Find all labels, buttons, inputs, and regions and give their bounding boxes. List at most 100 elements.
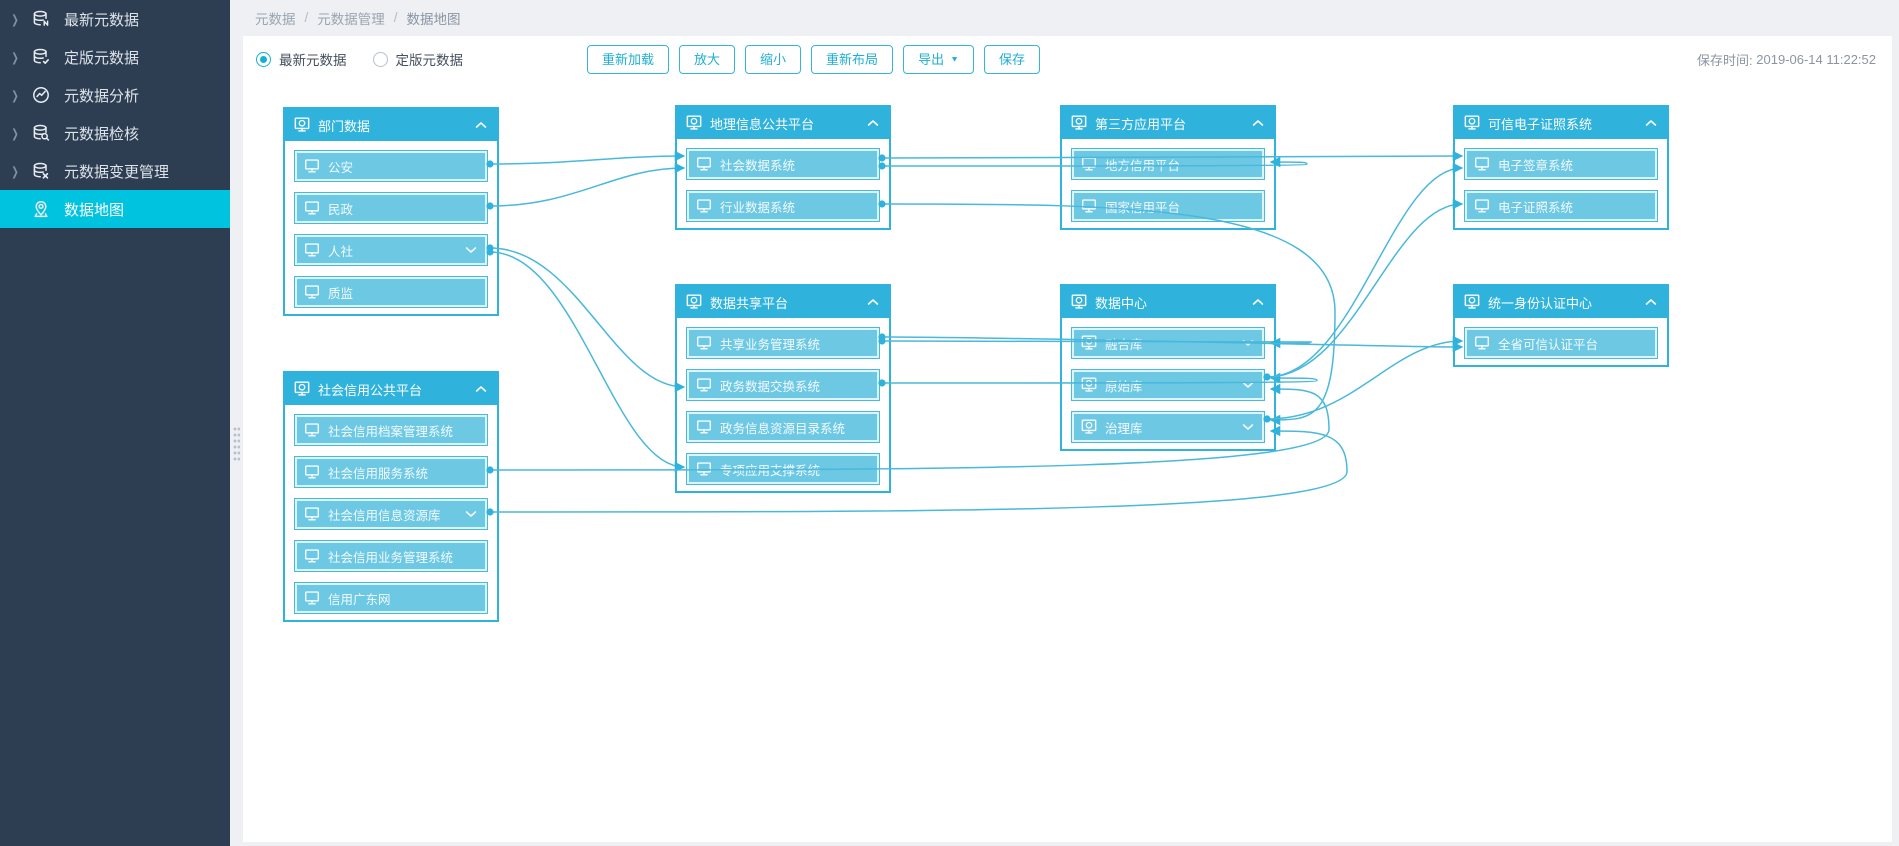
radio-2[interactable]: 定版元数据 bbox=[372, 49, 463, 69]
group-header-bumen[interactable]: 部门数据 bbox=[285, 109, 497, 141]
toolbar-button-5[interactable]: 导出▼ bbox=[903, 44, 974, 74]
diagram-group-dili[interactable]: 地理信息公共平台社会数据系统行业数据系统 bbox=[675, 105, 891, 230]
breadcrumb-item-2[interactable]: 元数据管理 bbox=[317, 11, 385, 27]
collapse-chevron-up-icon[interactable] bbox=[865, 115, 881, 131]
sidebar-item-4[interactable]: ❯元数据检核 bbox=[0, 114, 230, 152]
collapse-chevron-up-icon[interactable] bbox=[1250, 294, 1266, 310]
diagram-group-shehuixinyong[interactable]: 社会信用公共平台社会信用档案管理系统社会信用服务系统社会信用信息资源库社会信用业… bbox=[283, 371, 499, 622]
breadcrumb-item-3: 数据地图 bbox=[406, 11, 461, 27]
collapse-chevron-up-icon[interactable] bbox=[865, 294, 881, 310]
collapse-chevron-up-icon[interactable] bbox=[473, 381, 489, 397]
diagram-node-renshe[interactable]: 人社 bbox=[294, 234, 488, 266]
diagram-node-minzheng[interactable]: 民政 bbox=[294, 192, 488, 224]
sidebar-item-1[interactable]: ❯最新元数据 bbox=[0, 0, 230, 38]
diagram-node-zhijian[interactable]: 质监 bbox=[294, 276, 488, 308]
screen-icon bbox=[1473, 334, 1491, 352]
sidebar-item-6[interactable]: 数据地图 bbox=[0, 190, 230, 228]
toolbar-button-2[interactable]: 放大 bbox=[679, 44, 736, 74]
diagram-node-xyfuwu[interactable]: 社会信用服务系统 bbox=[294, 456, 488, 488]
radio-1[interactable]: 最新元数据 bbox=[256, 49, 347, 69]
diagram-node-difangxinyong[interactable]: 地方信用平台 bbox=[1071, 148, 1265, 180]
screen-icon bbox=[303, 421, 321, 439]
screen-icon bbox=[695, 418, 713, 436]
group-header-gongxiang[interactable]: 数据共享平台 bbox=[677, 286, 889, 318]
edge-yuanshi-to-dzqianzhang bbox=[1266, 162, 1464, 378]
diagram-node-xyguangdong[interactable]: 信用广东网 bbox=[294, 582, 488, 614]
expand-chevron-down-icon[interactable] bbox=[1240, 335, 1256, 351]
diagram-node-zwmulu[interactable]: 政务信息资源目录系统 bbox=[686, 411, 880, 443]
toolbar-buttons: 重新加载 放大 缩小 重新布局 导出▼ 保存 bbox=[587, 44, 1050, 74]
diagram-group-kexin[interactable]: 可信电子证照系统电子签章系统电子证照系统 bbox=[1453, 105, 1669, 230]
screen-gear-icon bbox=[1080, 418, 1098, 436]
node-label: 质监 bbox=[328, 286, 354, 301]
node-label: 电子证照系统 bbox=[1498, 200, 1574, 215]
button-label: 重新布局 bbox=[826, 51, 879, 67]
group-title: 第三方应用平台 bbox=[1095, 116, 1187, 132]
group-title: 地理信息公共平台 bbox=[710, 116, 815, 132]
sidebar-item-label: 定版元数据 bbox=[64, 49, 140, 67]
toolbar-button-1[interactable]: 重新加载 bbox=[587, 44, 670, 74]
group-header-dili[interactable]: 地理信息公共平台 bbox=[677, 107, 889, 139]
diagram-node-ronghe[interactable]: 融合库 bbox=[1071, 327, 1265, 359]
group-header-shujuzhongxin[interactable]: 数据中心 bbox=[1062, 286, 1274, 318]
collapse-chevron-up-icon[interactable] bbox=[1250, 115, 1266, 131]
sidebar-item-3[interactable]: ❯元数据分析 bbox=[0, 76, 230, 114]
diagram-node-gxyewu[interactable]: 共享业务管理系统 bbox=[686, 327, 880, 359]
diagram-node-hangyeshuju[interactable]: 行业数据系统 bbox=[686, 190, 880, 222]
collapse-chevron-up-icon[interactable] bbox=[473, 117, 489, 133]
screen-gear-icon bbox=[685, 114, 703, 132]
diagram-node-xyziyuan[interactable]: 社会信用信息资源库 bbox=[294, 498, 488, 530]
screen-icon bbox=[1473, 155, 1491, 173]
diagram-group-gongxiang[interactable]: 数据共享平台共享业务管理系统政务数据交换系统政务信息资源目录系统专项应用支撑系统 bbox=[675, 284, 891, 493]
diagram-node-zyzhicheng[interactable]: 专项应用支撑系统 bbox=[686, 453, 880, 485]
diagram-node-gongan[interactable]: 公安 bbox=[294, 150, 488, 182]
edge-yuanshi-to-dzzhengzhao bbox=[1266, 198, 1464, 378]
screen-gear-icon bbox=[293, 380, 311, 398]
diagram-node-xydangan[interactable]: 社会信用档案管理系统 bbox=[294, 414, 488, 446]
diagram-node-yuanshi[interactable]: 原始库 bbox=[1071, 369, 1265, 401]
diagram-group-disanfang[interactable]: 第三方应用平台地方信用平台国家信用平台 bbox=[1060, 105, 1276, 230]
button-label: 放大 bbox=[694, 51, 721, 67]
sidebar-item-5[interactable]: ❯元数据变更管理 bbox=[0, 152, 230, 190]
diagram-group-bumen[interactable]: 部门数据公安民政人社质监 bbox=[283, 107, 499, 316]
expand-chevron-down-icon[interactable] bbox=[1240, 377, 1256, 393]
screen-icon bbox=[303, 283, 321, 301]
node-label: 公安 bbox=[328, 160, 354, 175]
group-header-shehuixinyong[interactable]: 社会信用公共平台 bbox=[285, 373, 497, 405]
node-label: 社会信用信息资源库 bbox=[328, 508, 441, 523]
diagram-node-shehuishuju[interactable]: 社会数据系统 bbox=[686, 148, 880, 180]
sidebar-item-2[interactable]: ❯定版元数据 bbox=[0, 38, 230, 76]
collapse-chevron-up-icon[interactable] bbox=[1643, 294, 1659, 310]
toolbar-button-6[interactable]: 保存 bbox=[984, 44, 1041, 74]
radio-circle-icon bbox=[372, 51, 388, 67]
diagram-group-shujuzhongxin[interactable]: 数据中心融合库原始库治理库 bbox=[1060, 284, 1276, 451]
group-header-tongyi[interactable]: 统一身份认证中心 bbox=[1455, 286, 1667, 318]
expand-chevron-down-icon[interactable] bbox=[463, 242, 479, 258]
diagram-node-xyyewu[interactable]: 社会信用业务管理系统 bbox=[294, 540, 488, 572]
sidebar: ❯最新元数据❯定版元数据❯元数据分析❯元数据检核❯元数据变更管理数据地图 bbox=[0, 0, 230, 846]
group-header-kexin[interactable]: 可信电子证照系统 bbox=[1455, 107, 1667, 139]
diagram-group-tongyi[interactable]: 统一身份认证中心全省可信认证平台 bbox=[1453, 284, 1669, 367]
toolbar-button-4[interactable]: 重新布局 bbox=[811, 44, 894, 74]
node-label: 行业数据系统 bbox=[720, 200, 796, 215]
diagram-node-dzzhengzhao[interactable]: 电子证照系统 bbox=[1464, 190, 1658, 222]
expand-chevron-down-icon[interactable] bbox=[463, 506, 479, 522]
group-header-disanfang[interactable]: 第三方应用平台 bbox=[1062, 107, 1274, 139]
diagram-node-zwjiaohuan[interactable]: 政务数据交换系统 bbox=[686, 369, 880, 401]
sidebar-resize-handle[interactable] bbox=[230, 424, 243, 464]
expand-chevron-down-icon[interactable] bbox=[1240, 419, 1256, 435]
caret-down-icon: ▼ bbox=[950, 54, 959, 63]
group-title: 数据中心 bbox=[1095, 295, 1148, 311]
diagram-node-zhili[interactable]: 治理库 bbox=[1071, 411, 1265, 443]
collapse-chevron-up-icon[interactable] bbox=[1643, 115, 1659, 131]
toolbar-button-3[interactable]: 缩小 bbox=[745, 44, 802, 74]
data-map-canvas[interactable]: 部门数据公安民政人社质监社会信用公共平台社会信用档案管理系统社会信用服务系统社会… bbox=[243, 82, 1892, 842]
analysis-icon bbox=[30, 84, 52, 106]
diagram-node-guojiaxinyong[interactable]: 国家信用平台 bbox=[1071, 190, 1265, 222]
diagram-node-dzqianzhang[interactable]: 电子签章系统 bbox=[1464, 148, 1658, 180]
breadcrumb-item-1[interactable]: 元数据 bbox=[255, 11, 296, 27]
diagram-node-quansheng[interactable]: 全省可信认证平台 bbox=[1464, 327, 1658, 359]
screen-icon bbox=[303, 463, 321, 481]
screen-gear-icon bbox=[1463, 114, 1481, 132]
button-label: 保存 bbox=[999, 51, 1026, 67]
